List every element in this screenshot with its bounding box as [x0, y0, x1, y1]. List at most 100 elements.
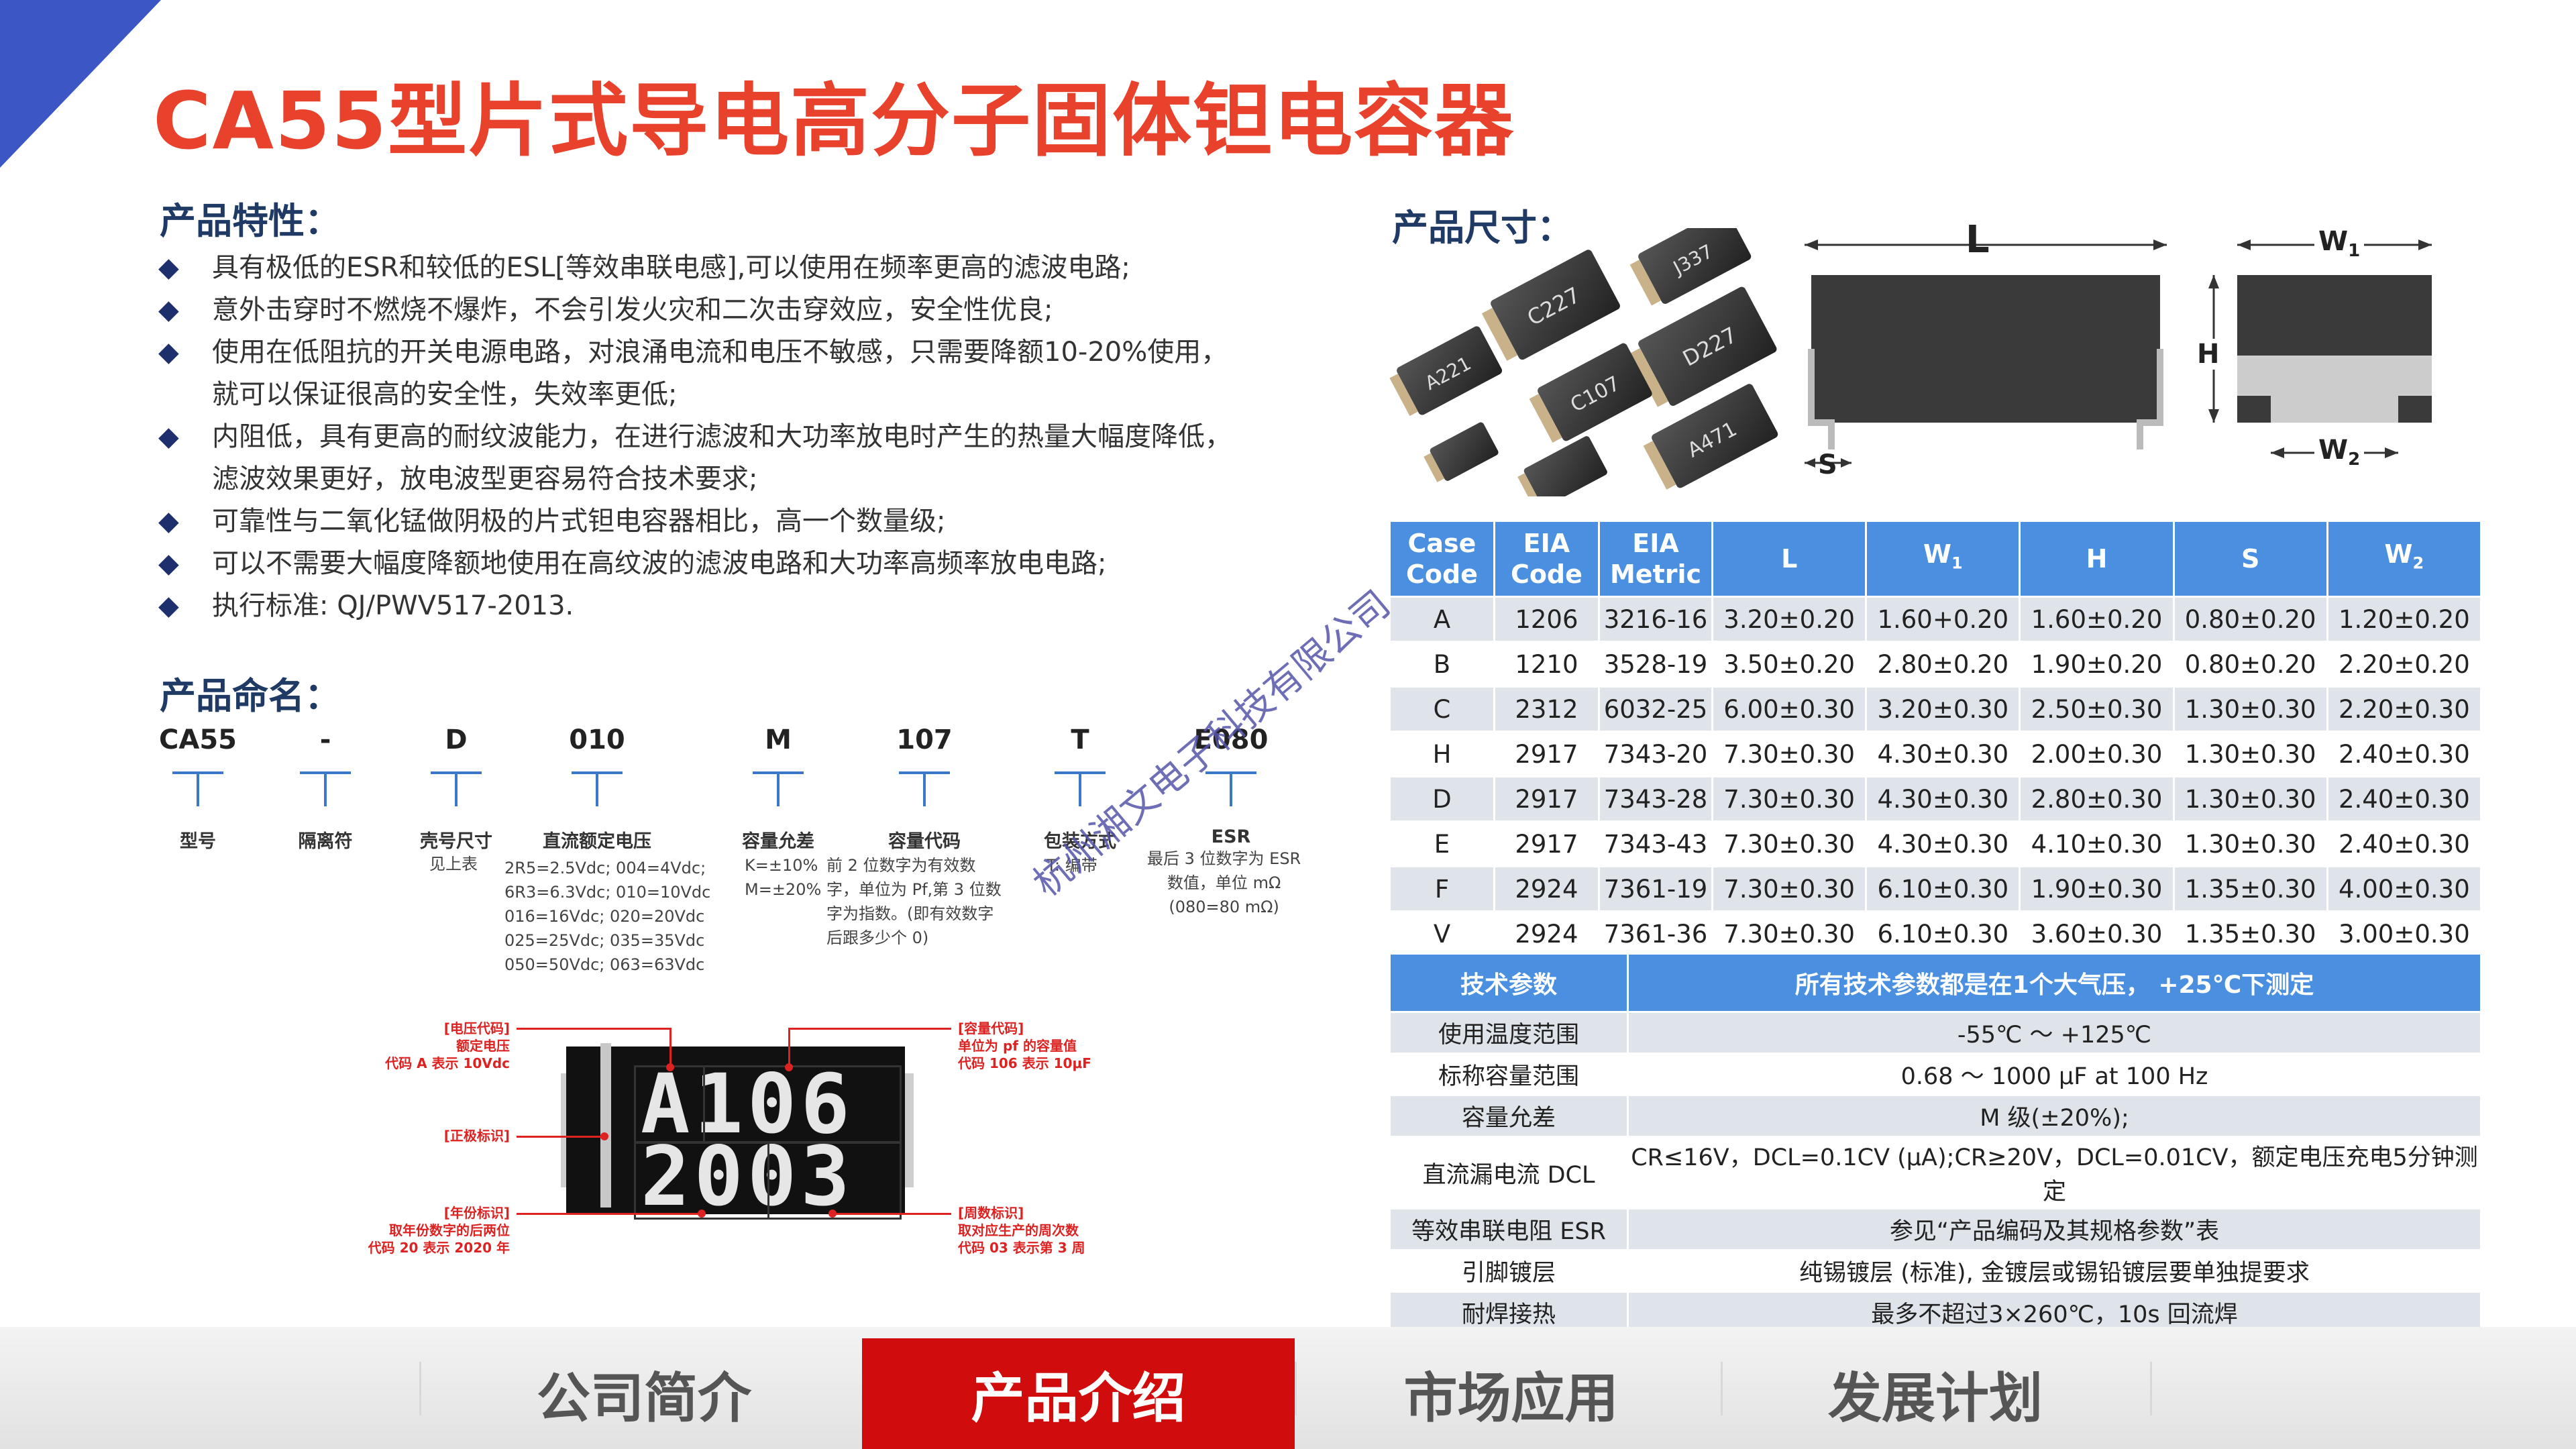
feature-item: ◆执行标准: QJ/PWV517-2013. [158, 585, 1339, 627]
naming-code: 107 [896, 724, 953, 755]
dim-cell: 4.00±0.30 [2326, 865, 2483, 912]
naming-desc-capacitance: 前 2 位数字为有效数字，单位为 Pf,第 3 位数字为指数。(即有效数字后跟多… [826, 856, 1002, 947]
tech-param-name: 使用温度范围 [1389, 1011, 1629, 1055]
annotation-line [788, 1028, 790, 1068]
bullet-diamond-icon: ◆ [158, 421, 179, 452]
nav-separator [1721, 1362, 1723, 1415]
naming-heading: 产品命名： [160, 675, 341, 717]
page-title: CA55型片式导电高分子固体钽电容器 [153, 74, 1515, 167]
bullet-diamond-icon: ◆ [158, 337, 179, 368]
dim-cell: 4.30±0.30 [1865, 820, 2021, 867]
dim-cell: 7343-43 [1597, 820, 1714, 867]
annotation-voltage: [电压代码]额定电压代码 A 表示 10Vdc [385, 1020, 510, 1071]
chip-photo-2: C227 [1481, 250, 1620, 361]
naming-code: CA55 [159, 724, 237, 755]
voltage-code-box [634, 1065, 705, 1143]
dim-cell: 1.60±0.20 [2019, 596, 2175, 643]
naming-label: 容量允差 [742, 831, 814, 852]
dim-cell: 2917 [1493, 731, 1600, 777]
capacity-code-box [703, 1065, 902, 1143]
dim-cell: H [1389, 731, 1495, 777]
dim-cell: 1.30±0.30 [2172, 775, 2328, 822]
annotation-dot [698, 1210, 706, 1218]
tech-param-value: 纯锡镀层 (标准), 金镀层或锡铅镀层要单独提要求 [1627, 1249, 2482, 1293]
table-row: 引脚镀层纯锡镀层 (标准), 金镀层或锡铅镀层要单独提要求 [1389, 1249, 2482, 1293]
dim-header-cell: W2 [2326, 520, 2483, 598]
dim-cell: 7361-19 [1597, 865, 1714, 912]
dim-label-H: H [2197, 339, 2220, 370]
dim-cell: 4.10±0.30 [2019, 820, 2175, 867]
dim-cell: C [1389, 686, 1495, 733]
dim-cell: 4.30±0.30 [1865, 775, 2021, 822]
bullet-diamond-icon: ◆ [158, 294, 179, 325]
naming-code: T [1071, 724, 1089, 755]
tech-param-value: 参见“产品编码及其规格参数”表 [1627, 1208, 2482, 1251]
dim-cell: 3.50±0.20 [1711, 641, 1868, 688]
nav-tab-products[interactable]: 产品介绍 [862, 1338, 1295, 1449]
dim-cell: 6.10±0.30 [1865, 865, 2021, 912]
naming-desc-packaging: T: 编带 [1046, 856, 1097, 875]
table-row: 使用温度范围-55℃ ～ +125℃ [1389, 1011, 2482, 1055]
nav-tab-company[interactable]: 公司简介 [537, 1366, 751, 1430]
tech-param-value: M 级(±20%); [1627, 1094, 2482, 1138]
dim-cell: 3.60±0.30 [2019, 910, 2175, 957]
dim-cell: 2.80±0.20 [1865, 641, 2021, 688]
annotation-line [832, 1213, 951, 1215]
dim-cell: 1.30±0.30 [2172, 820, 2328, 867]
week-code-box [767, 1142, 902, 1220]
naming-label: 容量代码 [888, 831, 961, 852]
dim-cell: 2.00±0.30 [2019, 731, 2175, 777]
feature-text: 滤波效果更好，放电波型更容易符合技术要求; [212, 464, 758, 494]
naming-tick [197, 771, 199, 806]
product-photo: J337 C227 D227 A221 C107 A471 [1389, 228, 1778, 496]
dim-cell: 2.40±0.30 [2326, 775, 2483, 822]
dim-label-L: L [1966, 218, 1990, 262]
dimensions-heading: 产品尺寸： [1392, 207, 1573, 249]
naming-label: 壳号尺寸 [420, 831, 492, 852]
dim-cell: 2.20±0.20 [2326, 641, 2483, 688]
marked-chip [566, 1046, 905, 1214]
dim-cell: 7361-36 [1597, 910, 1714, 957]
dim-cell: 0.80±0.20 [2172, 641, 2328, 688]
chip-photo-6: A471 [1643, 384, 1778, 490]
feature-item: ◆具有极低的ESR和较低的ESL[等效串联电感],可以使用在频率更高的滤波电路; [158, 247, 1339, 289]
nav-separator [419, 1362, 421, 1415]
annotation-line [517, 1028, 669, 1030]
dim-cell: 7.30±0.30 [1711, 910, 1868, 957]
dim-cell: E [1389, 820, 1495, 867]
feature-text: 就可以保证很高的安全性，失效率更低; [212, 379, 678, 410]
dim-cell: 3.20±0.20 [1711, 596, 1868, 643]
dim-header-cell: H [2019, 520, 2175, 598]
dim-cell: F [1389, 865, 1495, 912]
naming-tick [455, 771, 458, 806]
dimension-drawing [1805, 239, 2432, 468]
tech-params-table: 技术参数 所有技术参数都是在1个大气压， +25℃下测定 使用温度范围-55℃ … [1389, 953, 2482, 1334]
dim-cell: 1.90±0.30 [2019, 865, 2175, 912]
feature-item: ◆可靠性与二氧化锰做阴极的片式钽电容器相比，高一个数量级; [158, 500, 1339, 543]
feature-text: 使用在低阻抗的开关电源电路，对浪涌电流和电压不敏感，只需要降额10-20%使用， [212, 337, 1228, 368]
annotation-capacity: [容量代码]单位为 pf 的容量值代码 106 表示 10μF [958, 1020, 1091, 1071]
naming-tick [1230, 771, 1232, 806]
bullet-diamond-icon: ◆ [158, 252, 179, 283]
tech-param-name: 容量允差 [1389, 1094, 1629, 1138]
dim-cell: 2.40±0.30 [2326, 731, 2483, 777]
naming-code: E080 [1193, 724, 1269, 755]
naming-code: D [445, 724, 468, 755]
dim-cell: 1.30±0.30 [2172, 686, 2328, 733]
dim-header-cell: S [2172, 520, 2328, 598]
tech-param-value: CR≤16V，DCL=0.1CV (μA);CR≥20V，DCL=0.01CV，… [1627, 1136, 2482, 1210]
tech-param-name: 标称容量范围 [1389, 1053, 1629, 1096]
annotation-year: [年份标识]取年份数字的后两位代码 20 表示 2020 年 [368, 1205, 510, 1256]
annotation-dot [828, 1210, 837, 1218]
nav-tab-plans[interactable]: 发展计划 [1828, 1366, 2043, 1430]
nav-tab-market[interactable]: 市场应用 [1403, 1366, 1619, 1430]
features-heading: 产品特性： [160, 200, 341, 242]
dim-cell: 1.60+0.20 [1865, 596, 2021, 643]
features-list: ◆具有极低的ESR和较低的ESL[等效串联电感],可以使用在频率更高的滤波电路;… [158, 247, 1339, 627]
